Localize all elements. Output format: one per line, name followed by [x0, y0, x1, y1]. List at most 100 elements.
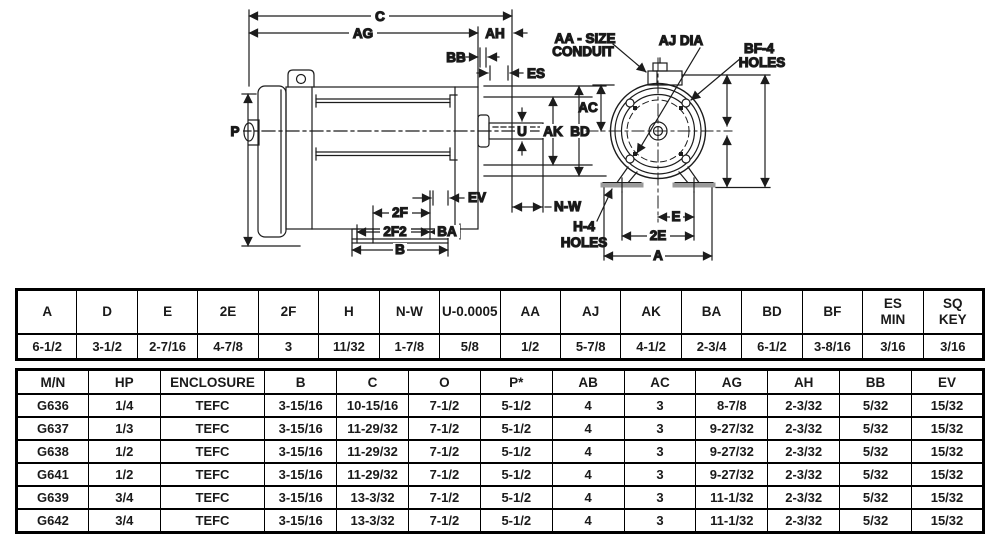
- table-cell: 13-3/32: [336, 508, 409, 534]
- column-header: 2E: [197, 289, 259, 335]
- column-header: A: [15, 289, 78, 335]
- table-cell: 5/32: [839, 485, 912, 510]
- rear-shaft-cap: [248, 119, 260, 146]
- table-cell: 3: [623, 393, 697, 418]
- table-cell: 7-1/2: [407, 462, 481, 487]
- column-header: BD: [741, 289, 803, 335]
- label-ah: AH: [485, 26, 505, 41]
- column-header: AB: [551, 369, 625, 395]
- table-cell: 3-15/16: [264, 485, 338, 510]
- table-cell: TEFC: [159, 416, 266, 441]
- table-cell: G638: [16, 439, 89, 464]
- table-cell: 8-7/8: [695, 393, 769, 418]
- column-header: N-W: [378, 289, 441, 335]
- table-cell: 1/2: [499, 333, 561, 360]
- table-cell: G642: [16, 508, 89, 534]
- table-cell: 3: [623, 485, 697, 510]
- label-es: ES: [527, 66, 545, 81]
- label-2f: 2F: [392, 205, 408, 220]
- table-cell: 1/2: [87, 439, 161, 464]
- table-cell: 3-15/16: [264, 462, 338, 487]
- label-u: U: [517, 124, 527, 139]
- table-cell: 2-3/4: [680, 333, 743, 360]
- column-header: AK: [620, 289, 682, 335]
- table-cell: 2-3/32: [767, 508, 841, 534]
- table-cell: 11/32: [318, 333, 380, 360]
- label-ac: AC: [578, 100, 598, 115]
- column-header: U-0.0005: [439, 289, 501, 335]
- table-cell: 3-15/16: [264, 393, 338, 418]
- column-header: ENCLOSURE: [159, 369, 266, 395]
- leader-h4: [596, 188, 613, 222]
- table-cell: G639: [16, 485, 89, 510]
- table-cell: 3/16: [922, 333, 985, 360]
- table-cell: 11-29/32: [336, 439, 409, 464]
- table-cell: 6-1/2: [15, 333, 78, 360]
- leader-bf4: [690, 57, 742, 101]
- label-bd: BD: [570, 124, 590, 139]
- column-header: EV: [910, 369, 985, 395]
- column-header: D: [76, 289, 138, 335]
- table-cell: 3: [623, 462, 697, 487]
- label-aa-conduit-line2: CONDUIT: [552, 44, 614, 59]
- bf-hole: [681, 154, 691, 164]
- column-header: H: [318, 289, 380, 335]
- lift-lug-hole: [295, 73, 307, 85]
- table-cell: 3/4: [87, 508, 161, 534]
- table-cell: 9-27/32: [695, 416, 769, 441]
- table-cell: 7-1/2: [407, 439, 481, 464]
- motor-dimension-diagram: C AG AH BB ES P U AK BD: [228, 8, 786, 264]
- column-header: 2F: [257, 289, 320, 335]
- column-header: C: [336, 369, 409, 395]
- label-c: C: [375, 9, 385, 24]
- label-bf4-line1: BF-4: [744, 41, 774, 56]
- column-header: BF: [801, 289, 864, 335]
- table-cell: 15/32: [910, 485, 985, 510]
- table-cell: 11-1/32: [695, 485, 769, 510]
- table-cell: 3-8/16: [801, 333, 864, 360]
- table-cell: 5-1/2: [479, 393, 553, 418]
- label-aj-dia: AJ DIA: [659, 33, 704, 48]
- label-h4-line1: H-4: [573, 219, 595, 234]
- table-cell: 5-1/2: [479, 485, 553, 510]
- table-cell: 5-1/2: [479, 416, 553, 441]
- label-bb: BB: [446, 50, 466, 65]
- column-header: E: [136, 289, 199, 335]
- table-cell: 5-1/2: [479, 508, 553, 534]
- leader-aa: [612, 43, 647, 73]
- rear-shaft-stub: [243, 122, 255, 142]
- table-cell: 5/8: [439, 333, 501, 360]
- column-header: BA: [680, 289, 743, 335]
- label-bf4-line2: HOLES: [739, 55, 786, 70]
- table-cell: 2-3/32: [767, 485, 841, 510]
- table-cell: TEFC: [159, 462, 266, 487]
- label-p: P: [230, 124, 239, 139]
- table-cell: 2-7/16: [136, 333, 199, 360]
- label-aa-conduit-line1: AA - SIZE: [554, 31, 615, 46]
- table-cell: 5/32: [839, 439, 912, 464]
- table-cell: 15/32: [910, 508, 985, 534]
- table-cell: 2-3/32: [767, 462, 841, 487]
- table-cell: 7-1/2: [407, 485, 481, 510]
- table-cell: 1/4: [87, 393, 161, 418]
- table-cell: 3-15/16: [264, 439, 338, 464]
- label-ba: BA: [437, 224, 457, 239]
- table-cell: 3/16: [862, 333, 924, 360]
- column-header: HP: [87, 369, 161, 395]
- table-cell: 4-7/8: [197, 333, 259, 360]
- bf-hole: [625, 154, 635, 164]
- table-cell: TEFC: [159, 508, 266, 534]
- table-cell: 3/4: [87, 485, 161, 510]
- table-cell: 7-1/2: [407, 393, 481, 418]
- column-header: BB: [839, 369, 912, 395]
- table-cell: 15/32: [910, 439, 985, 464]
- table-cell: 2-3/32: [767, 439, 841, 464]
